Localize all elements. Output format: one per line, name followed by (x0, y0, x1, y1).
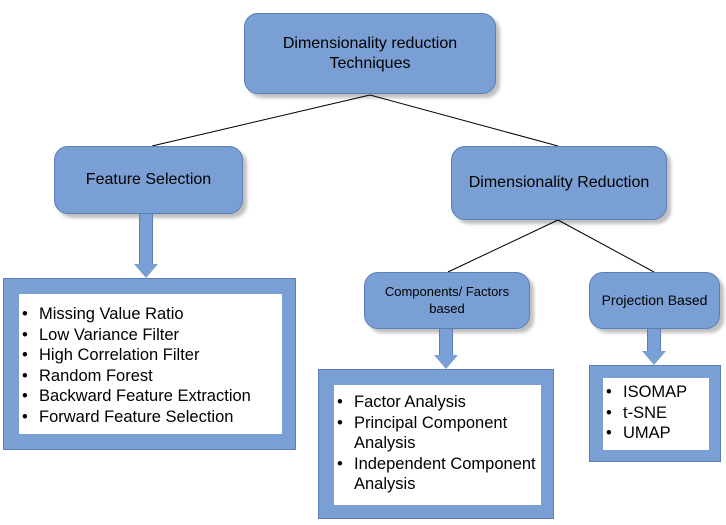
bullet-icon: • (606, 383, 612, 401)
list-item: •Random Forest (22, 366, 153, 385)
list-item: •Backward Feature Extraction (22, 387, 251, 405)
components-factors-line-2: based (429, 300, 465, 316)
feature-selection-label: Feature Selection (85, 171, 212, 188)
bullet-icon: • (22, 366, 28, 385)
list-item: •Forward Feature Selection (22, 407, 234, 426)
connector-root-to-dimensionality-reduction (369, 94, 559, 147)
connector-dimred-to-projection (557, 219, 655, 273)
list-item: •t-SNE (606, 403, 668, 422)
projection-based-label: Projection Based (601, 291, 708, 308)
feature-selection-list: •Missing Value Ratio •Low Variance Filte… (19, 304, 282, 427)
connector-dimred-to-components (447, 219, 559, 273)
bullet-icon: • (606, 424, 612, 442)
projection-arrow-icon (642, 329, 666, 365)
projection-based-node: Projection Based (589, 272, 720, 329)
bullet-icon: • (606, 403, 612, 422)
list-item: •Independent Component Analysis (337, 454, 536, 494)
root-node-line-1: Dimensionality reduction (282, 34, 458, 52)
root-node-line-2: Techniques (329, 54, 411, 72)
bullet-icon: • (22, 325, 28, 344)
list-item: •Factor Analysis (337, 393, 466, 411)
bullet-icon: • (337, 454, 343, 473)
components-factors-line-1: Components/ Factors (384, 284, 510, 300)
components-list-panel: •Factor Analysis •Principal Component An… (318, 369, 554, 519)
bullet-icon: • (337, 413, 343, 432)
bullet-icon: • (22, 305, 28, 323)
components-list: •Factor Analysis •Principal Component An… (334, 392, 541, 495)
components-factors-node: Components/ Factors based (364, 272, 530, 329)
list-item: •Low Variance Filter (22, 325, 180, 344)
projection-list: •ISOMAP •t-SNE •UMAP (603, 382, 709, 444)
bullet-icon: • (22, 346, 28, 364)
list-item: •Missing Value Ratio (22, 305, 184, 323)
projection-list-panel: •ISOMAP •t-SNE •UMAP (589, 365, 721, 462)
bullet-icon: • (22, 387, 28, 405)
dimensionality-reduction-label: Dimensionality Reduction (468, 174, 650, 191)
connector-root-to-feature-selection (151, 94, 371, 147)
feature-selection-node: Feature Selection (54, 146, 243, 214)
root-node: Dimensionality reduction Techniques (244, 13, 496, 94)
list-item: •High Correlation Filter (22, 346, 200, 364)
components-arrow-icon (434, 329, 458, 369)
dimensionality-reduction-node: Dimensionality Reduction (451, 146, 667, 220)
bullet-icon: • (22, 407, 28, 426)
list-item: •UMAP (606, 424, 671, 442)
list-item: •ISOMAP (606, 383, 688, 401)
list-item: •Principal Component Analysis (337, 413, 508, 453)
bullet-icon: • (337, 393, 343, 411)
feature-selection-list-panel: •Missing Value Ratio •Low Variance Filte… (3, 278, 296, 450)
feature-selection-arrow-icon (134, 214, 158, 278)
